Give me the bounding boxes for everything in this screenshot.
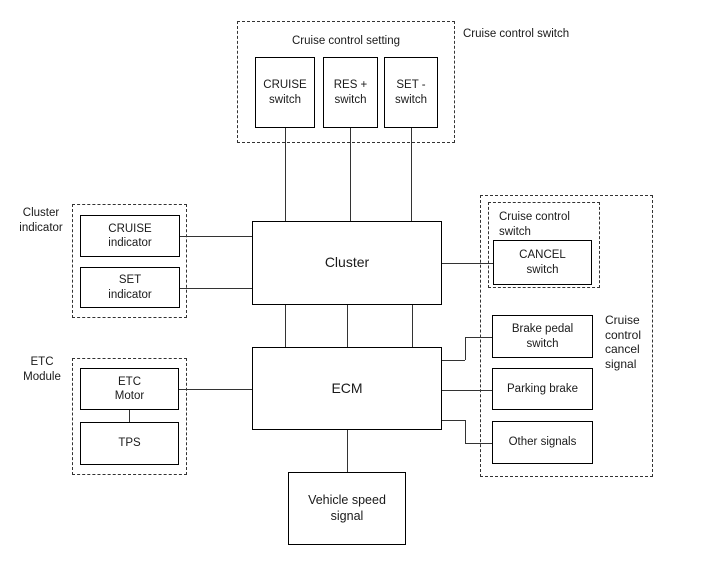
ecm-node: ECM bbox=[252, 347, 442, 430]
set-switch-label: SET - switch bbox=[395, 79, 427, 106]
line-cluster-ecm-1 bbox=[285, 305, 286, 347]
etc-module-group-label: ETC Module bbox=[23, 356, 61, 383]
set-indicator-node: SET indicator bbox=[80, 267, 180, 308]
cancel-switch-group-box bbox=[488, 202, 600, 288]
line-ecm-to-other-signals-seg1 bbox=[442, 420, 465, 421]
cruise-control-setting-group-box: Cruise control setting bbox=[237, 21, 455, 143]
line-ecm-to-vehicle-speed bbox=[347, 430, 348, 472]
line-ecm-to-brake-pedal-seg1 bbox=[442, 360, 465, 361]
parking-brake-node: Parking brake bbox=[492, 368, 593, 410]
cluster-indicator-group-label: Cluster indicator bbox=[19, 207, 63, 234]
line-set-switch-to-cluster bbox=[411, 128, 412, 221]
line-etc-motor-to-ecm bbox=[179, 389, 252, 390]
cancel-switch-label: CANCEL switch bbox=[519, 249, 566, 276]
vehicle-speed-signal-label: Vehicle speed signal bbox=[308, 492, 386, 523]
cruise-switch-node: CRUISE switch bbox=[255, 57, 315, 128]
set-switch-node: SET - switch bbox=[384, 57, 438, 128]
vehicle-speed-signal-node: Vehicle speed signal bbox=[288, 472, 406, 545]
line-ecm-to-other-signals-seg3 bbox=[465, 443, 492, 444]
cancel-switch-group-label: Cruise control switch bbox=[499, 211, 570, 238]
line-ecm-to-parking-brake bbox=[442, 390, 492, 391]
other-signals-label: Other signals bbox=[508, 436, 577, 449]
line-ecm-to-other-signals-seg2 bbox=[465, 420, 466, 443]
ecm-label: ECM bbox=[331, 379, 363, 396]
line-cruise-indicator-to-cluster bbox=[180, 236, 252, 237]
tps-label: TPS bbox=[118, 437, 141, 450]
cruise-indicator-node: CRUISE indicator bbox=[80, 215, 180, 257]
set-indicator-label: SET indicator bbox=[108, 274, 152, 301]
etc-motor-node: ETC Motor bbox=[80, 368, 179, 410]
cruise-control-switch-outside-label: Cruise control switch bbox=[463, 28, 570, 40]
line-cruise-switch-to-cluster bbox=[285, 128, 286, 221]
parking-brake-label: Parking brake bbox=[507, 382, 578, 395]
cluster-label: Cluster bbox=[324, 254, 370, 271]
res-switch-node: RES + switch bbox=[323, 57, 378, 128]
res-switch-label: RES + switch bbox=[333, 79, 368, 106]
cluster-indicator-group-box bbox=[72, 204, 187, 318]
line-ecm-to-brake-pedal-seg3 bbox=[465, 337, 492, 338]
line-cluster-to-cancel-switch bbox=[442, 263, 493, 264]
line-cluster-ecm-3 bbox=[412, 305, 413, 347]
cruise-indicator-label: CRUISE indicator bbox=[108, 222, 152, 249]
line-cluster-ecm-2 bbox=[347, 305, 348, 347]
other-signals-node: Other signals bbox=[492, 421, 593, 464]
brake-pedal-switch-label: Brake pedal switch bbox=[511, 323, 574, 350]
cancel-signal-group-label: Cruise control cancel signal bbox=[605, 313, 642, 371]
cancel-signal-group-box bbox=[480, 195, 653, 477]
cruise-control-setting-label: Cruise control setting bbox=[291, 35, 401, 47]
line-res-switch-to-cluster bbox=[350, 128, 351, 221]
line-set-indicator-to-cluster bbox=[180, 288, 252, 289]
line-ecm-to-brake-pedal-seg2 bbox=[465, 337, 466, 360]
tps-node: TPS bbox=[80, 422, 179, 465]
etc-module-group-box bbox=[72, 358, 187, 475]
brake-pedal-switch-node: Brake pedal switch bbox=[492, 315, 593, 358]
cruise-switch-label: CRUISE switch bbox=[263, 79, 307, 106]
cancel-switch-node: CANCEL switch bbox=[493, 240, 592, 285]
cluster-node: Cluster bbox=[252, 221, 442, 305]
line-etc-motor-to-tps bbox=[129, 410, 130, 422]
etc-motor-label: ETC Motor bbox=[114, 375, 145, 402]
